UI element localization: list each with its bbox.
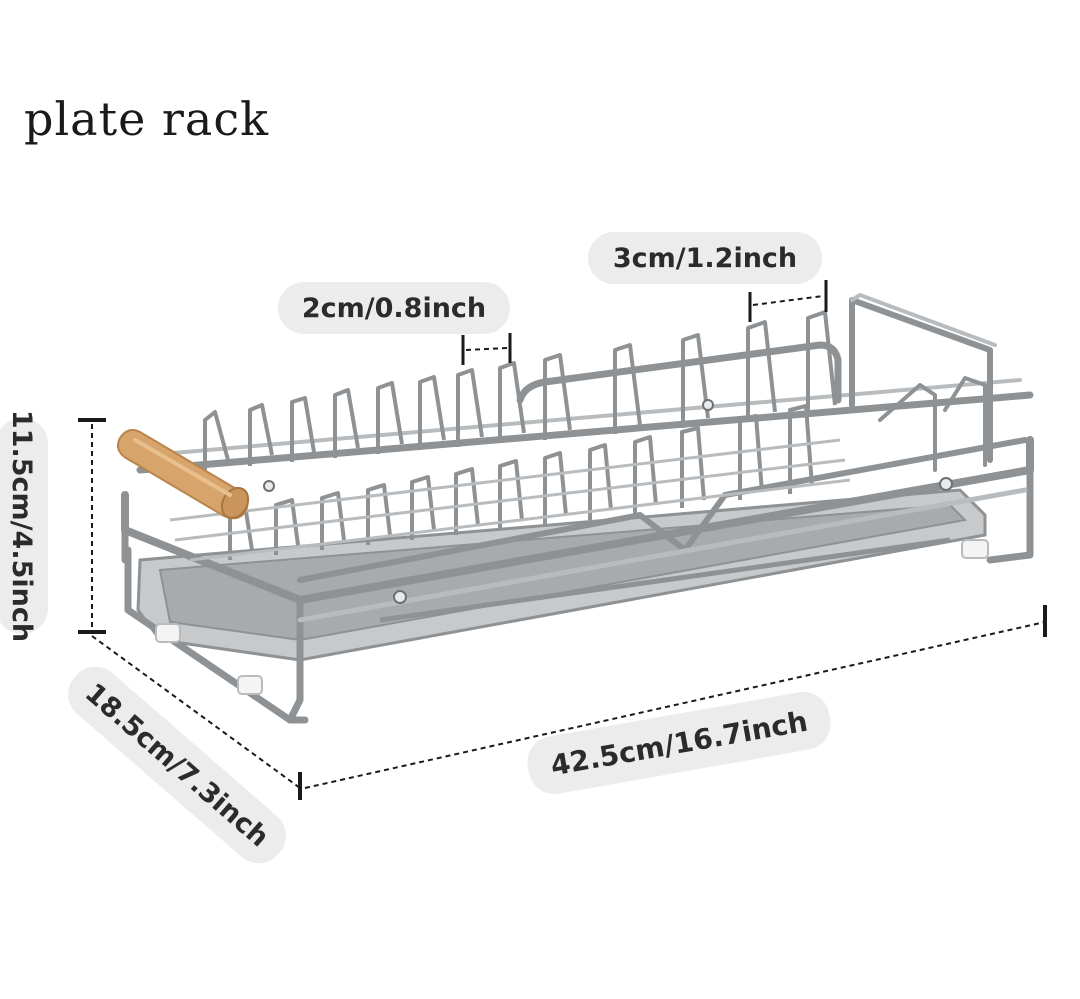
screw-icon [939,477,953,491]
rack-base-grid [169,438,851,562]
wood-handle [117,429,250,520]
dimension-label-height: 11.5cm/4.5inch [0,410,48,642]
plate-dividers-back [203,310,837,470]
screw-icon [393,590,407,604]
dimension-lines [78,280,1047,800]
screw-icon [263,480,275,492]
rack-frame [121,293,1034,724]
plate-dividers-front [228,404,814,560]
dimension-label-small-gap: 2cm/0.8inch [278,282,510,334]
rack-feet [155,539,989,695]
product-title: plate rack [24,92,269,146]
screw-icon [702,399,714,411]
screw-icons [263,399,953,604]
dimension-label-large-gap: 3cm/1.2inch [588,232,822,284]
